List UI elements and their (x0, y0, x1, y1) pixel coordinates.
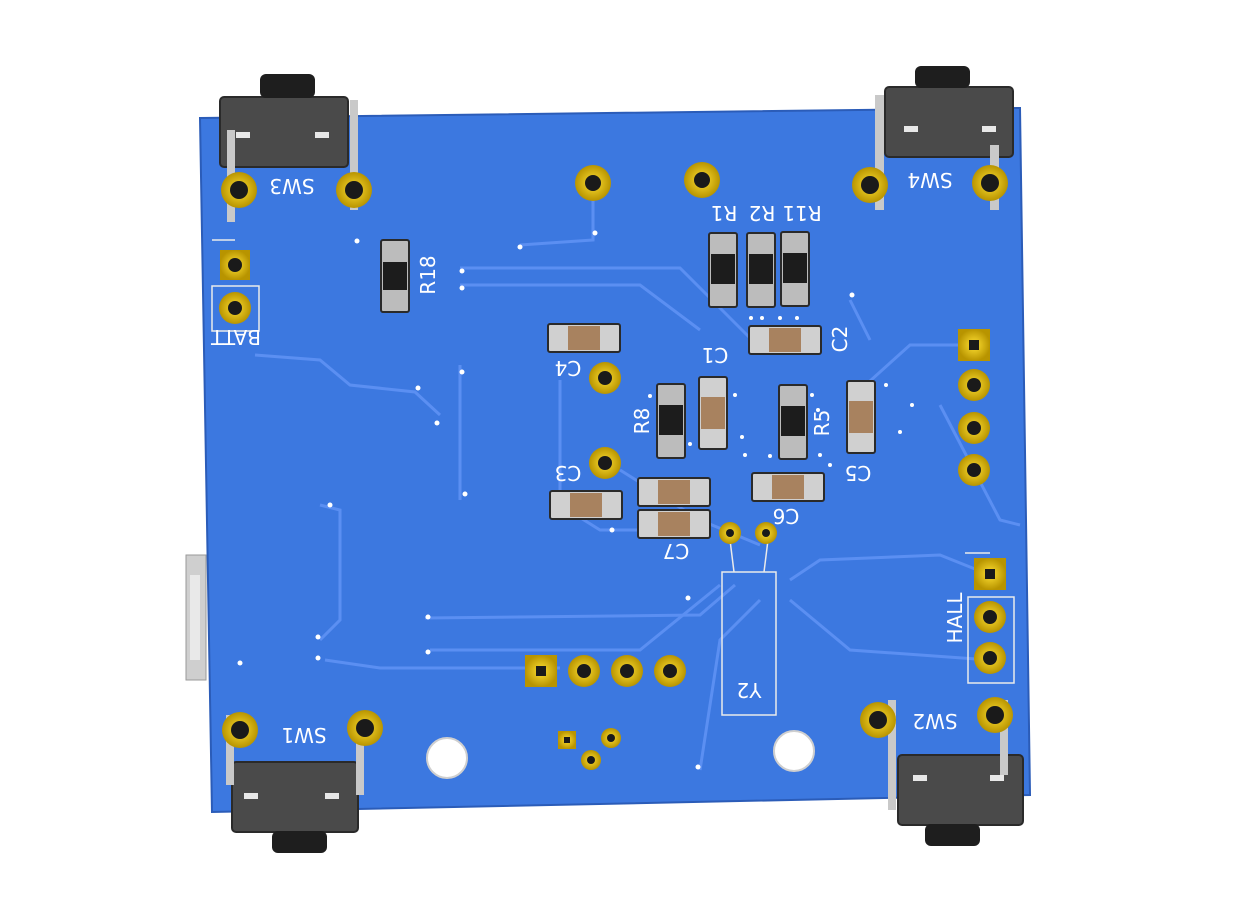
usb-connector (185, 554, 207, 681)
silk-label-c5: C5 (845, 461, 872, 485)
vias (237, 230, 914, 770)
capacitor-c3[interactable]: C3 (549, 461, 623, 520)
header-bottom-4pin[interactable] (525, 655, 686, 687)
capacitor-c5[interactable]: C5 (845, 380, 876, 485)
silk-label-c7: C7 (663, 539, 690, 563)
resistor-r1[interactable] (708, 232, 738, 308)
switch-sw4[interactable]: SW4 (852, 66, 1014, 210)
silk-label-r1: R1 (711, 201, 738, 225)
silk-label-r8: R8 (630, 408, 654, 435)
resistor-r18[interactable]: R18 (380, 239, 440, 313)
mounting-holes (426, 730, 815, 779)
silkscreen-outlines (211, 239, 1015, 716)
switch-sw3[interactable]: SW3 (219, 74, 372, 222)
resistor-r11[interactable] (780, 231, 810, 307)
resistor-r8[interactable]: R8 (630, 383, 686, 459)
silk-label-sw4: SW4 (907, 168, 952, 192)
crystal-y2[interactable]: Y2 (719, 522, 777, 702)
resistor-r5[interactable]: R5 (778, 384, 834, 460)
switch-sw1[interactable]: SW1 (222, 710, 383, 853)
silk-label-c3: C3 (555, 461, 582, 485)
capacitor-c7[interactable]: C7 (637, 509, 711, 563)
silk-label-y2: Y2 (737, 678, 763, 702)
top-test-pads (575, 162, 720, 479)
silk-label-r18: R18 (416, 255, 440, 294)
silk-label-c4: C4 (555, 356, 582, 380)
silk-label-r11: R11 (782, 201, 821, 225)
capacitor-unlabeled[interactable] (637, 477, 711, 507)
resistor-r2[interactable] (746, 232, 776, 308)
capacitor-c1[interactable]: C1 (698, 343, 729, 450)
silk-label-c2: C2 (828, 326, 852, 353)
switch-sw2[interactable]: SW2 (860, 697, 1024, 846)
capacitor-c6[interactable]: C6 (751, 472, 825, 528)
silk-label-c1: C1 (702, 343, 729, 367)
capacitor-c2[interactable]: C2 (748, 325, 852, 355)
silk-label-r2: R2 (749, 201, 776, 225)
small-3pin-footprint (558, 728, 621, 770)
capacitor-c4[interactable]: C4 (547, 323, 621, 380)
silk-label-sw2: SW2 (912, 709, 957, 733)
silk-label-c6: C6 (773, 504, 800, 528)
connector-hall[interactable]: HALL (943, 558, 1006, 674)
silk-label-hall: HALL (943, 592, 967, 644)
silk-label-sw3: SW3 (269, 174, 314, 198)
header-4pin[interactable] (958, 329, 990, 486)
silk-label-r5: R5 (810, 410, 834, 437)
silk-label-sw1: SW1 (281, 723, 326, 747)
silk-label-batt: BATT (210, 325, 261, 349)
connector-batt[interactable]: BATT (210, 250, 261, 349)
